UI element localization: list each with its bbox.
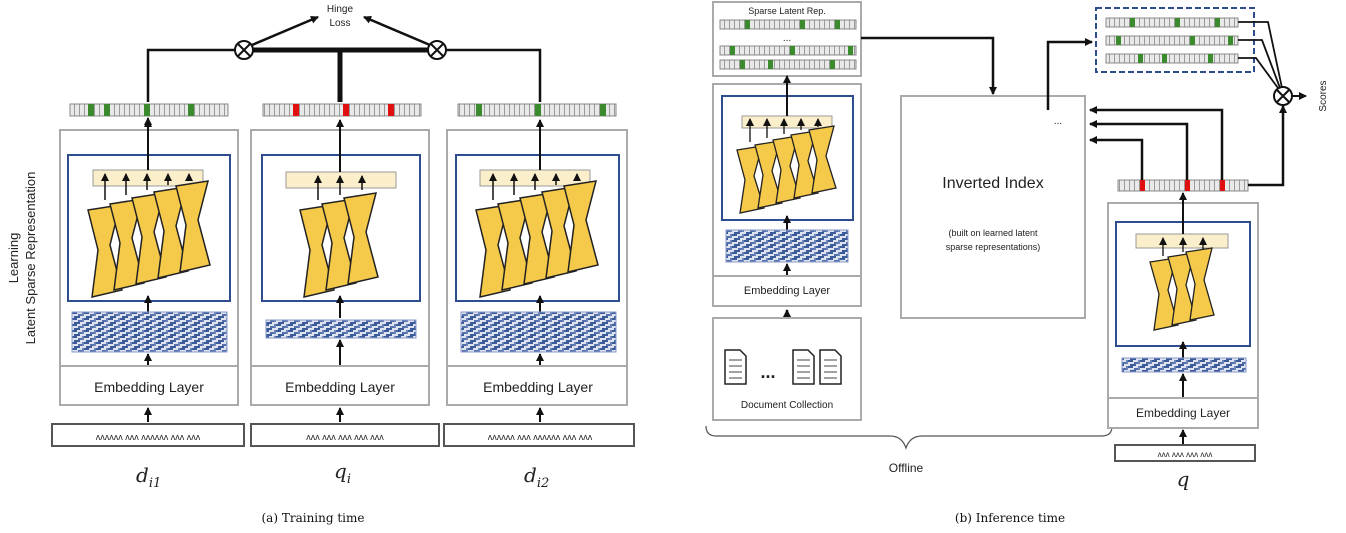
loss-arrow	[251, 15, 319, 47]
pooling-bar	[285, 171, 397, 189]
training-column-doc2: Embedding Layer ʌʌʌʌʌʌ ʌʌʌ ʌʌʌʌʌʌ ʌʌʌ ʌʌ…	[443, 103, 635, 491]
doc-ellipsis: ...	[760, 362, 775, 382]
query-symbol: q	[1177, 467, 1190, 491]
inference-caption: (b) Inference time	[955, 511, 1065, 525]
training-column-doc1: Embedding Layer ʌʌʌʌʌʌ ʌʌʌ ʌʌʌʌʌʌ ʌʌʌ ʌʌ…	[51, 103, 245, 491]
query-sparse-vector	[1117, 179, 1249, 192]
input-symbol: qi	[334, 459, 351, 487]
input-text-box	[250, 423, 440, 447]
token-embeddings	[1121, 357, 1247, 373]
document-icon	[819, 349, 842, 385]
offline-brace	[705, 425, 1113, 450]
multiply-icon	[427, 40, 447, 60]
funnel-stack	[1149, 247, 1215, 331]
doc-embedding-layer-label: Embedding Layer	[744, 285, 831, 297]
query-embedding-layer-label: Embedding Layer	[1136, 406, 1230, 420]
hinge-loss-label-line2: Loss	[329, 18, 350, 29]
pooling-bar	[92, 169, 204, 187]
scores-label: Scores	[1318, 80, 1329, 111]
document-icon	[792, 349, 815, 385]
query-text-box	[1114, 444, 1256, 462]
embedding-layer-label: Embedding Layer	[94, 379, 204, 395]
inverted-index-note-line2: sparse representations)	[946, 242, 1041, 252]
connector	[446, 48, 542, 102]
learning-label: Learning	[6, 233, 21, 284]
index-build-arrow	[861, 36, 997, 95]
list-ellipsis: ...	[783, 33, 791, 44]
hinge-loss-label-line1: Hinge	[327, 4, 354, 15]
offline-label: Offline	[889, 461, 924, 475]
multiply-icon	[234, 40, 254, 60]
training-column-query: Embedding Layer ʌʌʌ ʌʌʌ ʌʌʌ ʌʌʌ ʌʌʌ qi	[250, 103, 440, 487]
funnel-stack	[299, 192, 379, 298]
input-text: ʌʌʌʌʌʌ ʌʌʌ ʌʌʌʌʌʌ ʌʌʌ ʌʌʌ	[488, 432, 593, 442]
sparse-vector-list: ...	[719, 19, 857, 70]
pooling-bar	[1135, 233, 1229, 249]
funnel-stack	[475, 180, 599, 298]
token-embeddings	[725, 229, 849, 263]
connector	[253, 47, 428, 102]
inference-diagram: Sparse Latent Rep. ...	[705, 1, 1329, 525]
lookup-arrow	[1089, 120, 1189, 180]
sparse-latent-label: Sparse Latent Rep.	[748, 6, 826, 16]
query-text: ʌʌʌ ʌʌʌ ʌʌʌ ʌʌʌ	[1158, 450, 1213, 459]
embedding-layer-label: Embedding Layer	[483, 379, 593, 395]
candidate-vectors	[1105, 17, 1239, 64]
input-text: ʌʌʌ ʌʌʌ ʌʌʌ ʌʌʌ ʌʌʌ	[306, 432, 384, 442]
token-embeddings	[71, 311, 228, 353]
input-symbol: di1	[136, 463, 161, 491]
inverted-index-note-line1: (built on learned latent	[948, 228, 1038, 238]
candidate-arrow	[1046, 38, 1093, 110]
input-text-box	[51, 423, 245, 447]
lookup-arrow	[1089, 136, 1144, 180]
connector	[146, 48, 235, 102]
input-text-box	[443, 423, 635, 447]
training-diagram: Learning Latent Sparse Representation Hi…	[6, 4, 635, 525]
loss-arrow	[363, 15, 431, 47]
input-text: ʌʌʌʌʌʌ ʌʌʌ ʌʌʌʌʌʌ ʌʌʌ ʌʌʌ	[96, 432, 201, 442]
latent-sparse-representation-label: Latent Sparse Representation	[23, 172, 38, 345]
sparse-vector	[262, 103, 422, 117]
embedding-layer-label: Embedding Layer	[285, 379, 395, 395]
token-embeddings	[265, 319, 417, 339]
inverted-index-title: Inverted Index	[942, 175, 1043, 192]
token-embeddings	[460, 311, 617, 353]
lookup-arrow	[1089, 106, 1224, 180]
document-icon	[724, 349, 747, 385]
document-collection-label: Document Collection	[741, 400, 833, 411]
inverted-index-box	[900, 95, 1086, 319]
multiply-icon	[1273, 86, 1293, 106]
index-ellipsis: ...	[1054, 116, 1062, 127]
funnel-stack	[736, 125, 837, 214]
funnel-stack	[87, 180, 211, 298]
input-symbol: di2	[524, 463, 549, 491]
training-caption: (a) Training time	[262, 511, 365, 525]
